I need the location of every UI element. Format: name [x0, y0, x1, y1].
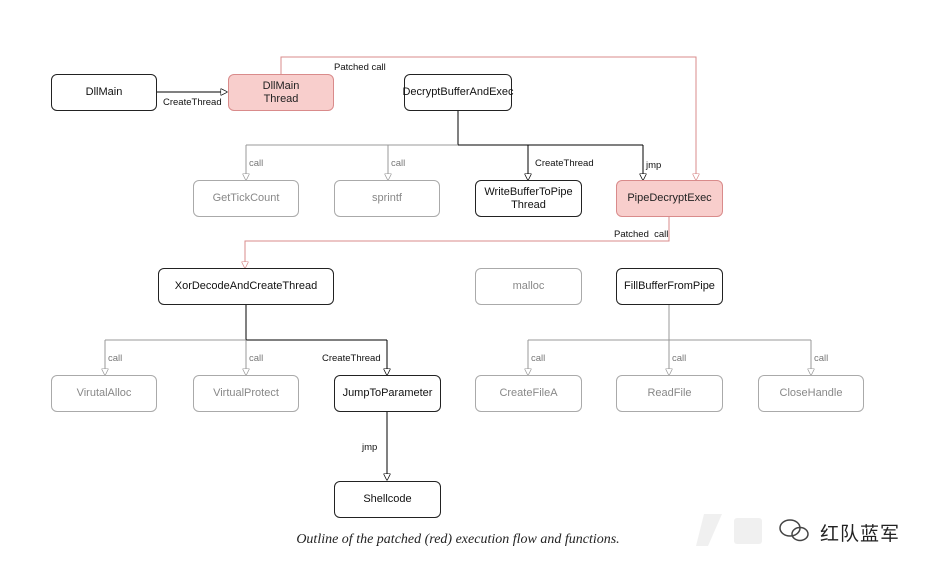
- watermark-text: 红队蓝军: [820, 524, 901, 545]
- label-jmp-shellcode: jmp: [362, 442, 378, 453]
- label-call-createfilea: call: [531, 353, 546, 364]
- node-virtual-protect: VirtualProtect: [193, 375, 299, 412]
- label-call-virtualprotect: call: [249, 353, 264, 364]
- figure-caption: Outline of the patched (red) execution f…: [296, 532, 620, 547]
- node-decrypt-buffer-and-exec: DecryptBufferAndExec: [402, 74, 514, 111]
- node-fill-buffer-from-pipe: FillBufferFromPipe: [616, 268, 723, 305]
- edge-patched-call-xor: [245, 217, 670, 268]
- node-dllmain: DllMain: [51, 74, 157, 111]
- label-patched-call-xor: Patched call: [614, 229, 669, 240]
- label-createthread-writebuffer: CreateThread: [535, 158, 594, 169]
- label-jmp-pipedecrypt: jmp: [646, 160, 662, 171]
- node-create-file-a: CreateFileA: [475, 375, 582, 412]
- node-xor-decode-and-create-thread: XorDecodeAndCreateThread: [158, 268, 334, 305]
- node-read-file: ReadFile: [616, 375, 723, 412]
- label-call-readfile: call: [672, 353, 687, 364]
- node-virtual-alloc: VirutalAlloc: [51, 375, 157, 412]
- label-call-gettickcount: call: [249, 158, 264, 169]
- node-dllmain-thread: DllMain Thread: [228, 74, 334, 111]
- wechat-logo-icon: [779, 519, 809, 542]
- node-sprintf: sprintf: [334, 180, 440, 217]
- label-patched-call-top: Patched call: [334, 62, 386, 73]
- node-gettickcount: GetTickCount: [193, 180, 299, 217]
- edge-patched-call-top: [280, 56, 696, 180]
- node-close-handle: CloseHandle: [758, 375, 864, 412]
- node-write-buffer-to-pipe-thread: WriteBufferToPipe Thread: [475, 180, 582, 217]
- label-createthread-dllmain: CreateThread: [163, 97, 222, 108]
- label-call-closehandle: call: [814, 353, 829, 364]
- watermark-logo: [696, 514, 809, 546]
- node-malloc: malloc: [475, 268, 582, 305]
- label-createthread-jump: CreateThread: [322, 353, 381, 364]
- node-jump-to-parameter: JumpToParameter: [334, 375, 441, 412]
- node-shellcode: Shellcode: [334, 481, 441, 518]
- node-pipe-decrypt-exec: PipeDecryptExec: [616, 180, 723, 217]
- label-call-virtualalloc: call: [108, 353, 123, 364]
- label-call-sprintf: call: [391, 158, 406, 169]
